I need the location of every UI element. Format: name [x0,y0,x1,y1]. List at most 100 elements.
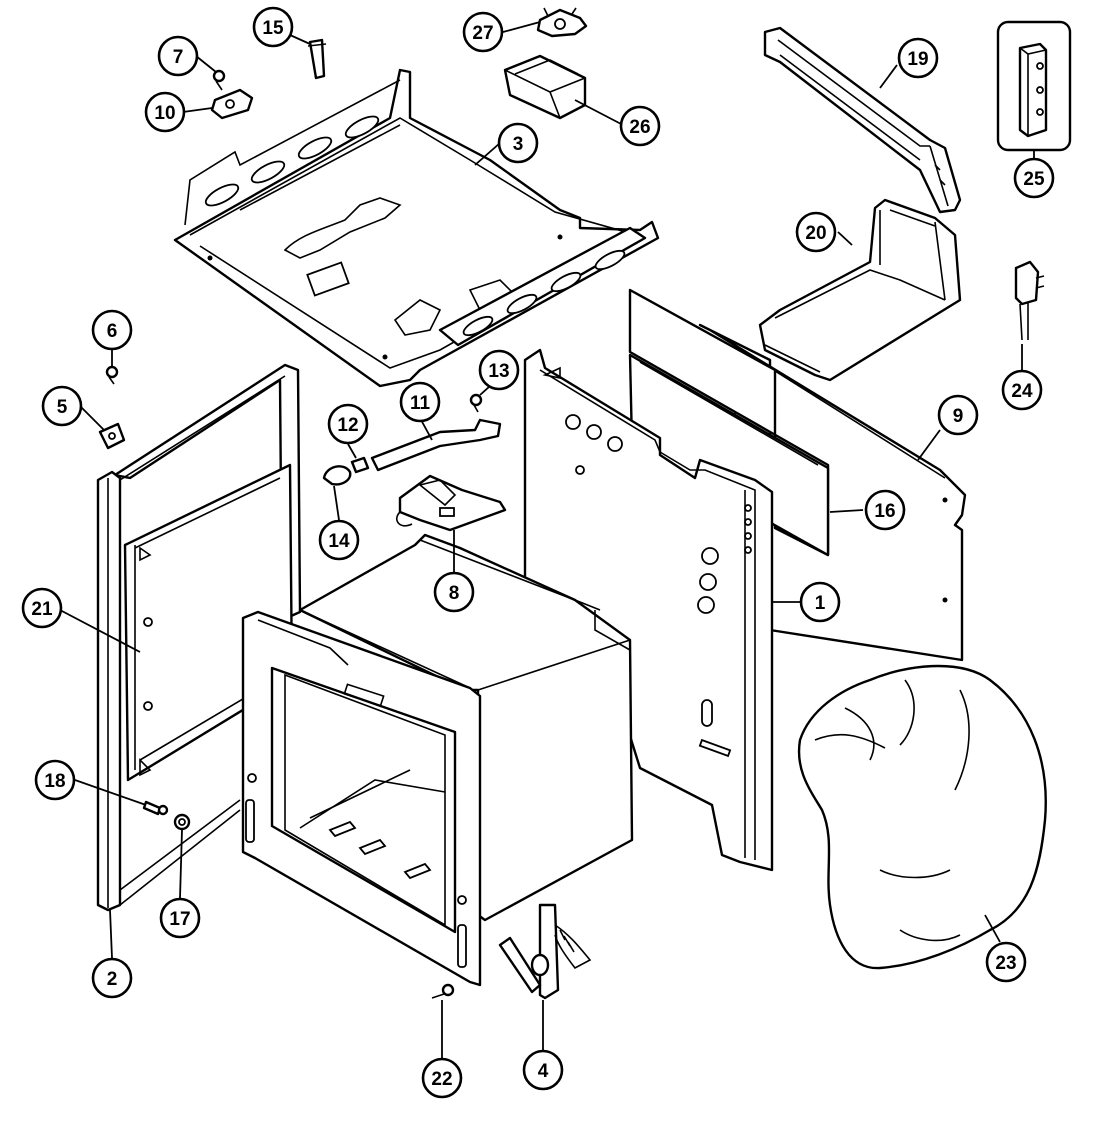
part-16-insulation [628,288,830,557]
part-15-clip [307,38,327,80]
callout-3: 3 [497,122,539,164]
callout-label: 24 [1011,381,1033,402]
callout-bubble [462,11,504,53]
callout-bubble [327,403,369,445]
callout-bubble [619,105,661,147]
callout-bubble [985,941,1027,983]
part-3-burner-box [173,68,660,388]
callout-20: 20 [795,211,837,253]
callout-10: 10 [144,91,186,133]
callout-label: 3 [513,134,524,155]
callout-9: 9 [937,394,979,436]
callout-1: 1 [799,581,841,623]
callout-bubble [318,519,360,561]
callout-label: 2 [107,969,118,990]
callout-label: 17 [169,909,190,930]
callout-bubble [159,897,201,939]
part-12-spacer [350,456,370,474]
callout-leaders [59,21,1035,1058]
callout-label: 27 [472,23,493,44]
callout-22: 22 [421,1057,463,1099]
callout-label: 21 [31,599,53,620]
callout-label: 18 [44,771,65,792]
callout-label: 7 [173,47,184,68]
callout-label: 20 [805,223,826,244]
callout-23: 23 [985,941,1027,983]
callout-bubble [144,91,186,133]
part-2-front-frame [96,375,286,912]
callout-4: 4 [522,1049,564,1091]
part-17-grommet [173,813,191,831]
callout-label: 19 [907,49,928,70]
callout-label: 15 [262,18,284,39]
callout-21: 21 [21,587,63,629]
callout-bubble [864,489,906,531]
callout-15: 15 [252,6,294,48]
callout-16: 16 [864,489,906,531]
callout-label: 1 [815,593,826,614]
part-6-screw [105,365,119,385]
oven-cavity [241,533,634,987]
callout-14: 14 [318,519,360,561]
callout-bubble [897,37,939,79]
callout-25: 25 [1013,157,1055,199]
callout-7: 7 [157,35,199,77]
callout-bubble [478,349,520,391]
part-7-screw [212,69,226,91]
part-8-mount [396,474,507,532]
callout-bubble [91,309,133,351]
callout-26: 26 [619,105,661,147]
callout-bubble [21,587,63,629]
part-5-clip [98,422,126,450]
callout-bubble [433,571,475,613]
callout-label: 12 [337,415,358,436]
callout-label: 25 [1023,169,1045,190]
callout-bubble [399,381,441,423]
callout-8: 8 [433,571,475,613]
callout-bubble [157,35,199,77]
callout-bubble [522,1049,564,1091]
callout-bubble [795,211,837,253]
callout-19: 19 [897,37,939,79]
callout-bubble [799,581,841,623]
callout-label: 14 [328,531,350,552]
callout-bubble [34,759,76,801]
callout-label: 9 [953,406,964,427]
callout-bubble [497,122,539,164]
callout-bubble [252,6,294,48]
callout-bubble [41,385,83,427]
callout-13: 13 [478,349,520,391]
part-27-bracket [536,7,588,38]
callout-label: 8 [449,583,460,604]
part-18-screw [142,800,169,816]
callout-5: 5 [41,385,83,427]
callout-27: 27 [462,11,504,53]
part-22-screw [431,983,455,999]
callout-2: 2 [91,957,133,999]
part-13-screw [469,393,483,413]
callout-17: 17 [159,897,201,939]
callout-bubble [1001,369,1043,411]
callout-12: 12 [327,403,369,445]
callout-24: 24 [1001,369,1043,411]
callout-bubble [1013,157,1055,199]
callout-label: 22 [431,1069,452,1090]
part-20-duct [758,198,962,382]
part-19-duct [763,26,962,214]
callout-label: 23 [995,953,1016,974]
part-24-plug [1014,260,1045,341]
part-4-hinge [498,903,592,1000]
callout-label: 26 [629,117,650,138]
callout-18: 18 [34,759,76,801]
part-25-terminal-block [996,20,1072,152]
callout-bubble [91,957,133,999]
callout-11: 11 [399,381,441,423]
callout-label: 5 [57,397,68,418]
callout-label: 13 [488,361,509,382]
part-26-channel [503,54,587,120]
callout-label: 10 [154,103,175,124]
callout-bubble [937,394,979,436]
